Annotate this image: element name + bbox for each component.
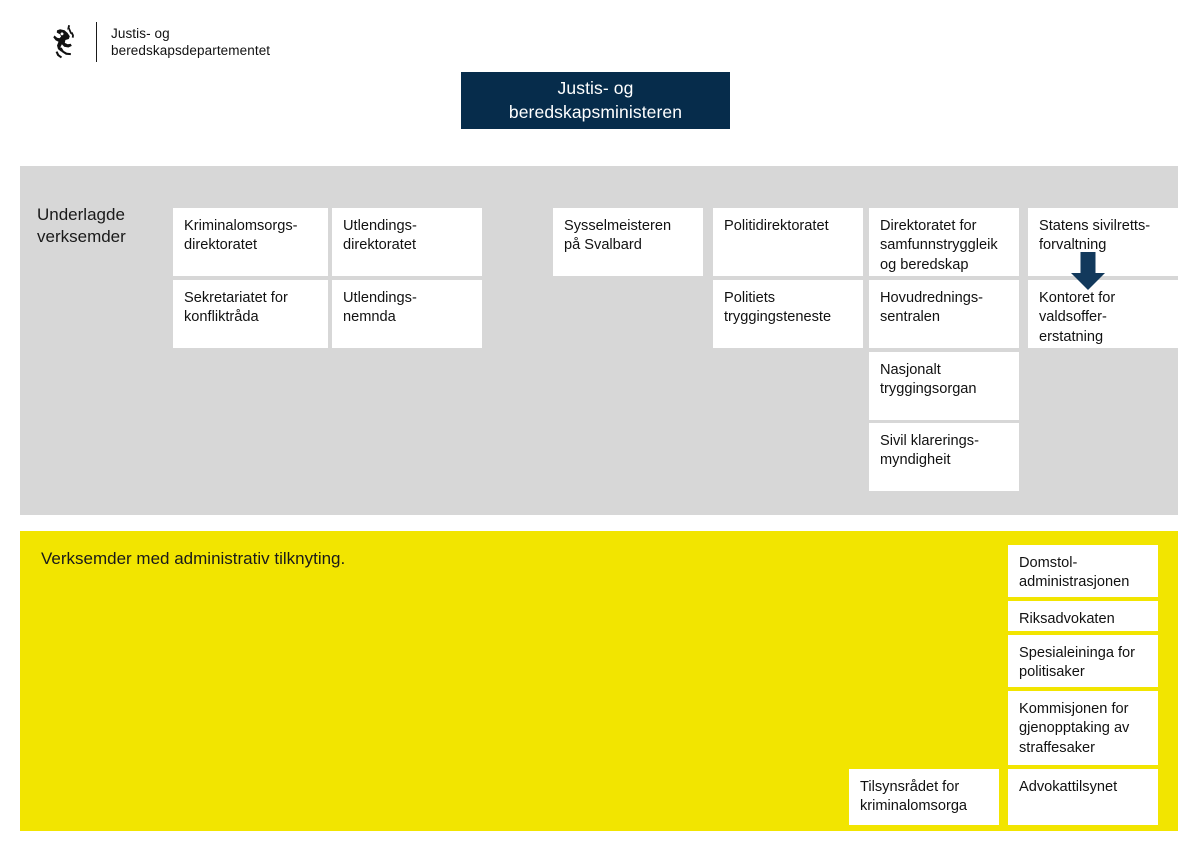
- agency-box-hovudredningssentralen[interactable]: Hovudrednings- sentralen: [869, 280, 1019, 348]
- agency-box-utlendingsdirektoratet[interactable]: Utlendings- direktoratet: [332, 208, 482, 276]
- agency-box-kommisjonen-for-gjenopptaking-av-straffesaker[interactable]: Kommisjonen for gjenopptaking av straffe…: [1008, 691, 1158, 765]
- agency-box-kriminalomsorgsdirektoratet[interactable]: Kriminalomsorgs- direktoratet: [173, 208, 328, 276]
- subordinate-agencies-section: Underlagde verksemder Kriminalomsorgs- d…: [20, 166, 1178, 515]
- agency-box-tilsynsradet-for-kriminalomsorga[interactable]: Tilsynsrådet for kriminalomsorga: [849, 769, 999, 825]
- agency-box-sivil-klareringsmyndigheit[interactable]: Sivil klarerings- myndigheit: [869, 423, 1019, 491]
- masthead: Justis- og beredskapsdepartementet: [48, 22, 270, 62]
- agency-box-politiets-tryggingsteneste[interactable]: Politiets tryggingsteneste: [713, 280, 863, 348]
- agency-box-advokattilsynet[interactable]: Advokattilsynet: [1008, 769, 1158, 825]
- administrative-agencies-label: Verksemder med administrativ tilknyting.: [41, 549, 346, 568]
- department-name: Justis- og beredskapsdepartementet: [111, 25, 271, 58]
- subordinate-agencies-label: Underlagde verksemder: [37, 205, 126, 247]
- minister-banner: Justis- og beredskapsministeren: [461, 72, 730, 129]
- agency-box-statens-sivilrettsforvaltning[interactable]: Statens sivilretts- forvaltning: [1028, 208, 1178, 276]
- agency-box-kontoret-for-valdsoffererstatning[interactable]: Kontoret for valdsoffer- erstatning: [1028, 280, 1178, 348]
- administrative-agencies-section: Verksemder med administrativ tilknyting.…: [20, 531, 1178, 831]
- agency-box-sysselmeisteren-pa-svalbard[interactable]: Sysselmeisteren på Svalbard: [553, 208, 703, 276]
- agency-box-sekretariatet-for-konfliktrada[interactable]: Sekretariatet for konfliktråda: [173, 280, 328, 348]
- agency-box-domstoladministrasjonen[interactable]: Domstol- administrasjonen: [1008, 545, 1158, 597]
- agency-box-politidirektoratet[interactable]: Politidirektoratet: [713, 208, 863, 276]
- agency-box-utlendingsnemnda[interactable]: Utlendings- nemnda: [332, 280, 482, 348]
- norwegian-coat-of-arms-icon: [53, 25, 74, 59]
- agency-box-nasjonalt-tryggingsorgan[interactable]: Nasjonalt tryggingsorgan: [869, 352, 1019, 420]
- agency-box-spesialeininga-for-politisaker[interactable]: Spesialeininga for politisaker: [1008, 635, 1158, 687]
- agency-box-direktoratet-for-samfunnstryggleik-og-beredskap[interactable]: Direktoratet for samfunnstryggleik og be…: [869, 208, 1019, 276]
- masthead-divider: [96, 22, 97, 62]
- agency-box-riksadvokaten[interactable]: Riksadvokaten: [1008, 601, 1158, 631]
